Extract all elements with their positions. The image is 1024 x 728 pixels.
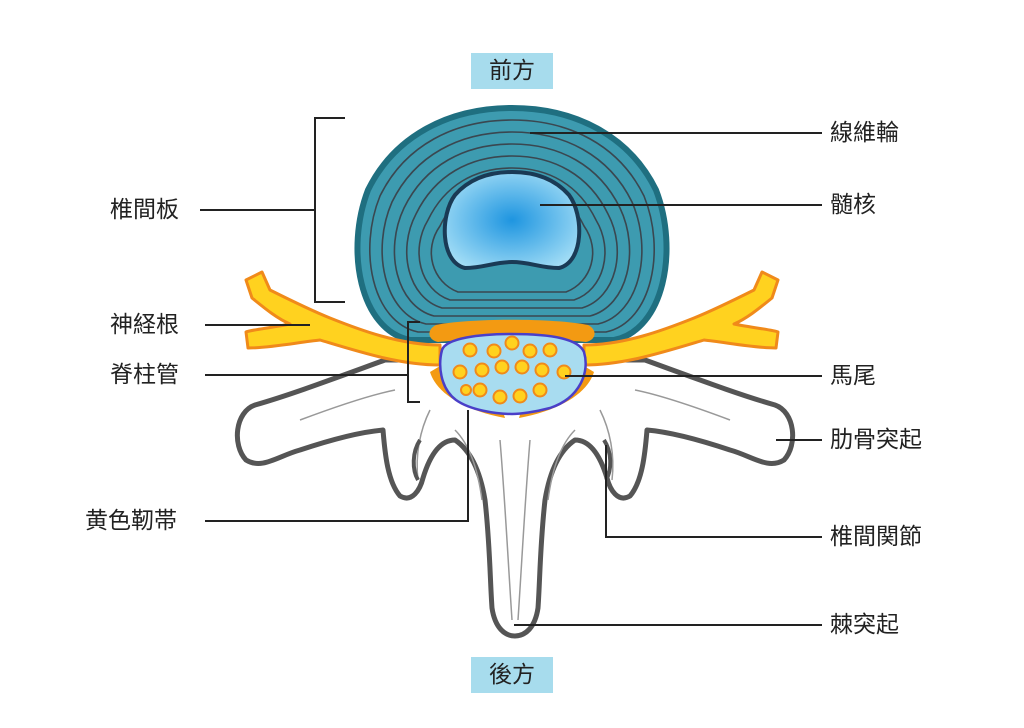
nucleus-pulposus (442, 169, 582, 271)
cauda-equina-label: 馬尾 (830, 363, 876, 389)
annulus-fibrosus-label: 線維輪 (830, 120, 899, 146)
spinous-process-label: 棘突起 (830, 612, 899, 638)
posterior-label: 後方 (471, 657, 553, 693)
nerve-root-right (582, 270, 780, 367)
costal-process-label: 肋骨突起 (830, 427, 922, 453)
ligamentum-flavum-label: 黄色靭帯 (85, 508, 177, 534)
canal-bracket (407, 321, 420, 403)
vertebra-bone (234, 357, 796, 639)
spinal-canal-label: 脊柱管 (110, 362, 179, 388)
facet-joint-mark-left (411, 438, 422, 482)
leader-lines (205, 132, 822, 626)
nerve-root-label: 神経根 (110, 312, 179, 338)
facet-joint-mark-right (602, 438, 613, 482)
disc-bracket (200, 117, 345, 303)
anterior-label: 前方 (471, 53, 553, 89)
nucleus-pulposus-label: 髄核 (830, 192, 876, 218)
intervertebral-disc-label: 椎間板 (110, 197, 179, 223)
facet-joint-label: 椎間関節 (830, 524, 922, 550)
bone-detail-lines (299, 389, 731, 621)
cauda-equina-fibers (452, 335, 572, 405)
